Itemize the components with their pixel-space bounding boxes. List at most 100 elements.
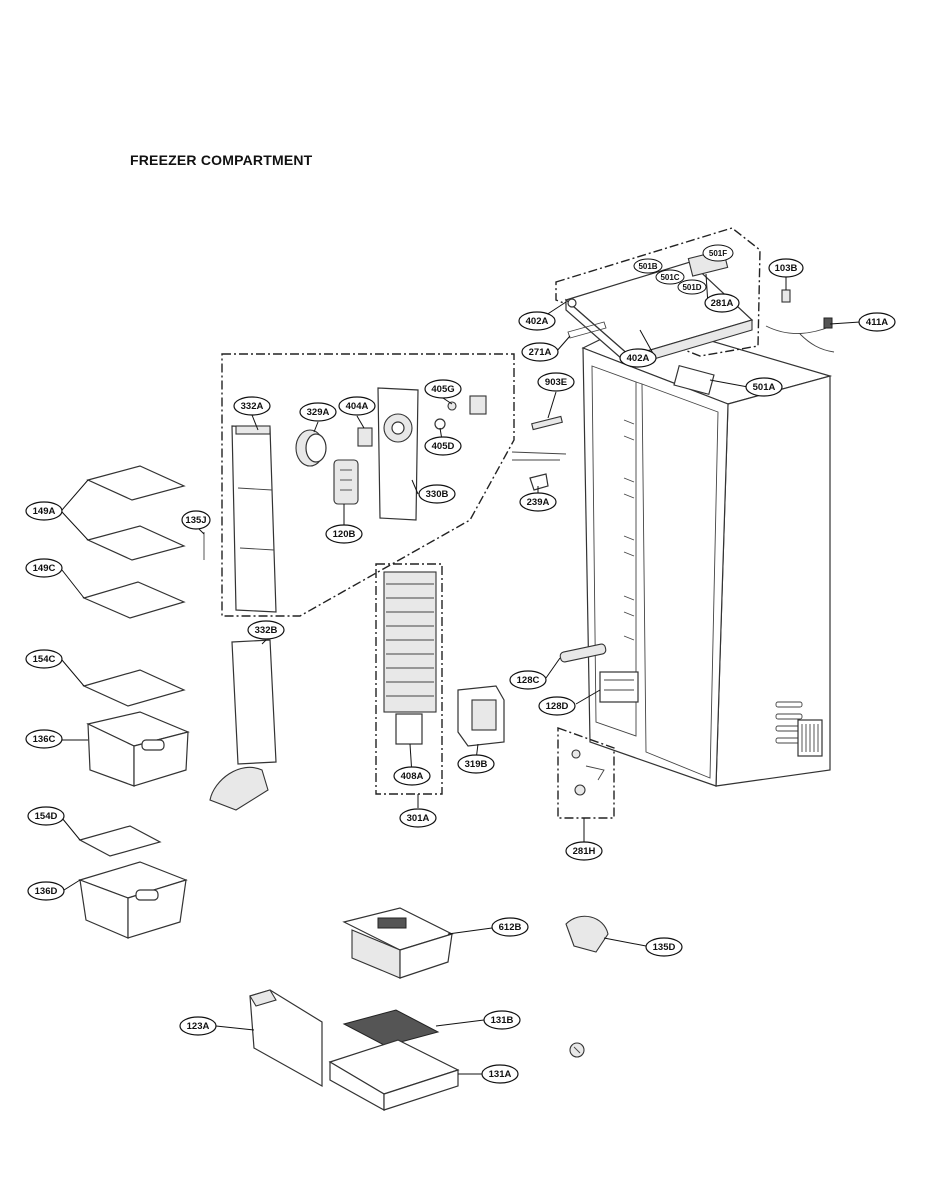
svg-text:154C: 154C <box>33 654 56 665</box>
part-103B-connector <box>781 289 791 303</box>
part-281H-dispenser-parts <box>571 749 605 796</box>
svg-text:411A: 411A <box>866 317 888 328</box>
callout-612B: 612B <box>491 917 529 937</box>
part-411A-harness <box>765 317 835 353</box>
part-120B-heater <box>333 459 359 505</box>
callout-136C: 136C <box>25 729 63 749</box>
part-123A-bucket-side <box>249 989 323 1088</box>
svg-text:281H: 281H <box>573 846 596 857</box>
svg-text:405D: 405D <box>432 441 455 452</box>
callout-154D: 154D <box>27 806 65 826</box>
svg-text:103B: 103B <box>775 263 798 274</box>
svg-text:128C: 128C <box>517 675 540 686</box>
part-612B-icemaker <box>342 907 454 979</box>
part-329A-fan-motor <box>295 429 327 467</box>
callout-319B: 319B <box>457 754 495 774</box>
part-136C-drawer <box>86 711 190 787</box>
callout-402A-top: 402A <box>518 311 556 331</box>
callout-128C: 128C <box>509 670 547 690</box>
fan-assembly-group-outline <box>221 353 515 617</box>
part-332A-cover <box>231 425 277 613</box>
part-154D-cover <box>78 825 162 857</box>
svg-text:154D: 154D <box>35 811 58 822</box>
svg-text:332B: 332B <box>255 625 278 636</box>
part-903E-strip <box>531 415 563 431</box>
callout-281H: 281H <box>565 841 603 861</box>
svg-text:149A: 149A <box>33 506 56 517</box>
callout-501F: 501F <box>702 244 734 262</box>
callout-329A: 329A <box>299 402 337 422</box>
callout-120B: 120B <box>325 524 363 544</box>
svg-text:501B: 501B <box>638 262 657 271</box>
shelf-rails <box>623 419 635 641</box>
part-callouts: 501F 501B 501C 501D 281A 103B 402A 411A … <box>25 244 896 1084</box>
callout-903E: 903E <box>537 372 575 392</box>
part-405G-405D-fasteners <box>434 395 487 430</box>
part-404A-switch <box>357 427 373 447</box>
callout-131B: 131B <box>483 1010 521 1030</box>
svg-text:128D: 128D <box>546 701 569 712</box>
svg-text:123A: 123A <box>187 1021 210 1032</box>
part-281H-group-outline <box>557 727 615 819</box>
svg-text:903E: 903E <box>545 377 567 388</box>
refrigerator-cabinet <box>559 319 833 787</box>
part-135D-auger <box>565 915 609 953</box>
callout-501A: 501A <box>745 377 783 397</box>
svg-text:301A: 301A <box>407 813 430 824</box>
callout-332A: 332A <box>233 396 271 416</box>
part-301A-evaporator <box>383 571 437 745</box>
callout-405D: 405D <box>424 436 462 456</box>
callout-149A: 149A <box>25 501 63 521</box>
part-332B-panel <box>209 639 277 811</box>
svg-text:329A: 329A <box>307 407 330 418</box>
callout-501B: 501B <box>633 258 663 274</box>
callout-404A: 404A <box>338 396 376 416</box>
callout-128D: 128D <box>538 696 576 716</box>
callout-239A: 239A <box>519 492 557 512</box>
callout-149C: 149C <box>25 558 63 578</box>
callout-271A: 271A <box>521 342 559 362</box>
part-319B-cover <box>457 685 505 747</box>
callout-135D: 135D <box>645 937 683 957</box>
svg-text:131A: 131A <box>489 1069 512 1080</box>
page-title: FREEZER COMPARTMENT <box>130 152 313 168</box>
callout-154C: 154C <box>25 649 63 669</box>
svg-text:404A: 404A <box>346 401 369 412</box>
svg-text:136D: 136D <box>35 886 58 897</box>
part-131B-filter <box>342 1009 440 1047</box>
grounding-symbol-icon <box>569 1042 585 1058</box>
svg-text:332A: 332A <box>241 401 264 412</box>
evaporator-group-outline <box>375 563 443 795</box>
callout-405G: 405G <box>424 379 462 399</box>
callout-136D: 136D <box>27 881 65 901</box>
callout-402A-mid: 402A <box>619 348 657 368</box>
callout-408A: 408A <box>393 766 431 786</box>
svg-text:501A: 501A <box>753 382 776 393</box>
svg-text:149C: 149C <box>33 563 56 574</box>
svg-text:281A: 281A <box>711 298 734 309</box>
svg-text:271A: 271A <box>529 347 552 358</box>
part-149C-glass-shelf <box>82 581 186 619</box>
svg-text:402A: 402A <box>627 353 650 364</box>
part-330B-fan-shroud <box>377 387 419 521</box>
svg-text:405G: 405G <box>431 384 454 395</box>
callout-501C: 501C <box>655 269 685 285</box>
vent-grille <box>775 701 823 757</box>
svg-text:408A: 408A <box>401 771 424 782</box>
svg-text:402A: 402A <box>526 316 549 327</box>
svg-text:136C: 136C <box>33 734 56 745</box>
svg-text:501C: 501C <box>660 273 679 282</box>
callout-281A: 281A <box>704 293 740 313</box>
top-assembly-group-outline <box>555 227 761 357</box>
callout-131A: 131A <box>481 1064 519 1084</box>
part-131A-tray <box>328 1039 460 1112</box>
part-239A-sensor <box>511 451 567 491</box>
callout-301A: 301A <box>399 808 437 828</box>
part-149A-glass-shelf-upper <box>86 465 186 561</box>
part-154C-cover <box>82 669 186 707</box>
callout-123A: 123A <box>179 1016 217 1036</box>
svg-text:131B: 131B <box>491 1015 514 1026</box>
callout-330B: 330B <box>418 484 456 504</box>
svg-text:501D: 501D <box>682 283 701 292</box>
